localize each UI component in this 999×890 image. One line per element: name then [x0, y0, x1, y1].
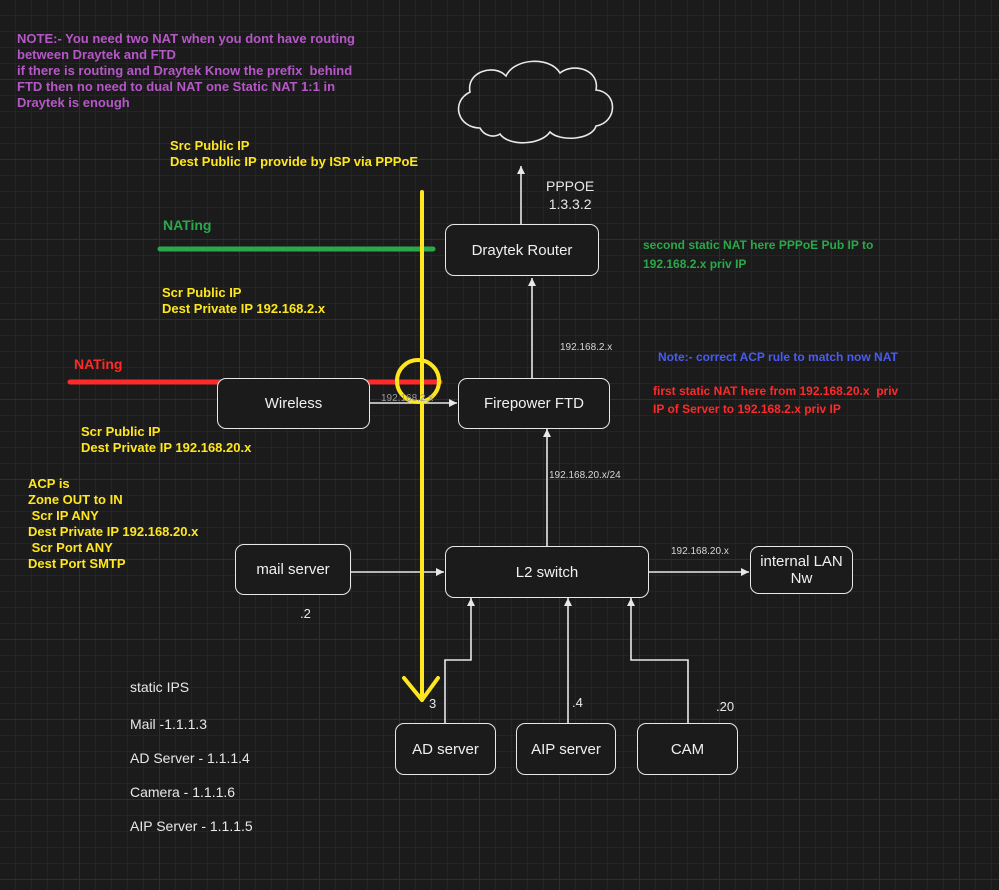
nat-red-label: NATing — [74, 356, 123, 372]
ftd-draytek-link-label: 192.168.2.x — [560, 342, 613, 353]
internet-cloud-icon — [457, 60, 614, 144]
aip-server-node[interactable]: AIP server — [516, 723, 616, 775]
switch-lan-link-label: 192.168.20.x — [671, 546, 729, 557]
ad-host-number: 3 — [429, 696, 437, 711]
mail-server-node[interactable]: mail server — [235, 544, 351, 595]
acp-rule-text: ACP is Zone OUT to IN Scr IP ANY Dest Pr… — [28, 476, 199, 571]
flow-label-lower: Scr Public IP Dest Private IP 192.168.20… — [81, 424, 252, 455]
static-ip-entry: AIP Server - 1.1.1.5 — [130, 818, 253, 834]
internal-lan-node[interactable]: internal LAN Nw — [750, 546, 853, 594]
aip-host-number: .4 — [572, 695, 583, 710]
pppoe-label: PPPOE 1.3.3.2 — [546, 178, 595, 212]
cam-host-number: .20 — [716, 699, 735, 714]
cam-to-switch-arrow — [627, 598, 689, 723]
nat-green-label: NATing — [163, 217, 212, 233]
switch-ftd-link-label: 192.168.20.x/24 — [549, 470, 621, 481]
traffic-flow-arrowhead — [402, 676, 440, 702]
first-nat-note: first static NAT here from 192.168.20.x … — [653, 384, 899, 416]
l2-switch-node[interactable]: L2 switch — [445, 546, 649, 598]
acp-correction-note: Note:- correct ACP rule to match now NAT — [658, 350, 898, 364]
cam-node[interactable]: CAM — [637, 723, 738, 775]
static-ip-entry: AD Server - 1.1.1.4 — [130, 750, 250, 766]
second-nat-note: second static NAT here PPPoE Pub IP to 1… — [643, 238, 874, 271]
static-ip-entry: Mail -1.1.1.3 — [130, 716, 208, 732]
flow-label-top: Src Public IP Dest Public IP provide by … — [170, 138, 419, 169]
nat-point-circle — [395, 358, 441, 404]
ad-server-node[interactable]: AD server — [395, 723, 496, 775]
wireless-ftd-link-label: 192.168.2.x — [381, 393, 434, 404]
static-ip-entry: Camera - 1.1.1.6 — [130, 784, 236, 800]
flow-label-middle: Scr Public IP Dest Private IP 192.168.2.… — [162, 285, 326, 316]
ad-to-switch-arrow — [444, 598, 475, 723]
draytek-router-node[interactable]: Draytek Router — [445, 224, 599, 276]
mail-host-number: .2 — [300, 606, 311, 621]
static-ips-title: static IPS — [130, 679, 190, 695]
wireless-node[interactable]: Wireless — [217, 378, 370, 429]
firepower-ftd-node[interactable]: Firepower FTD — [458, 378, 610, 429]
routing-note: NOTE:- You need two NAT when you dont ha… — [17, 31, 355, 110]
